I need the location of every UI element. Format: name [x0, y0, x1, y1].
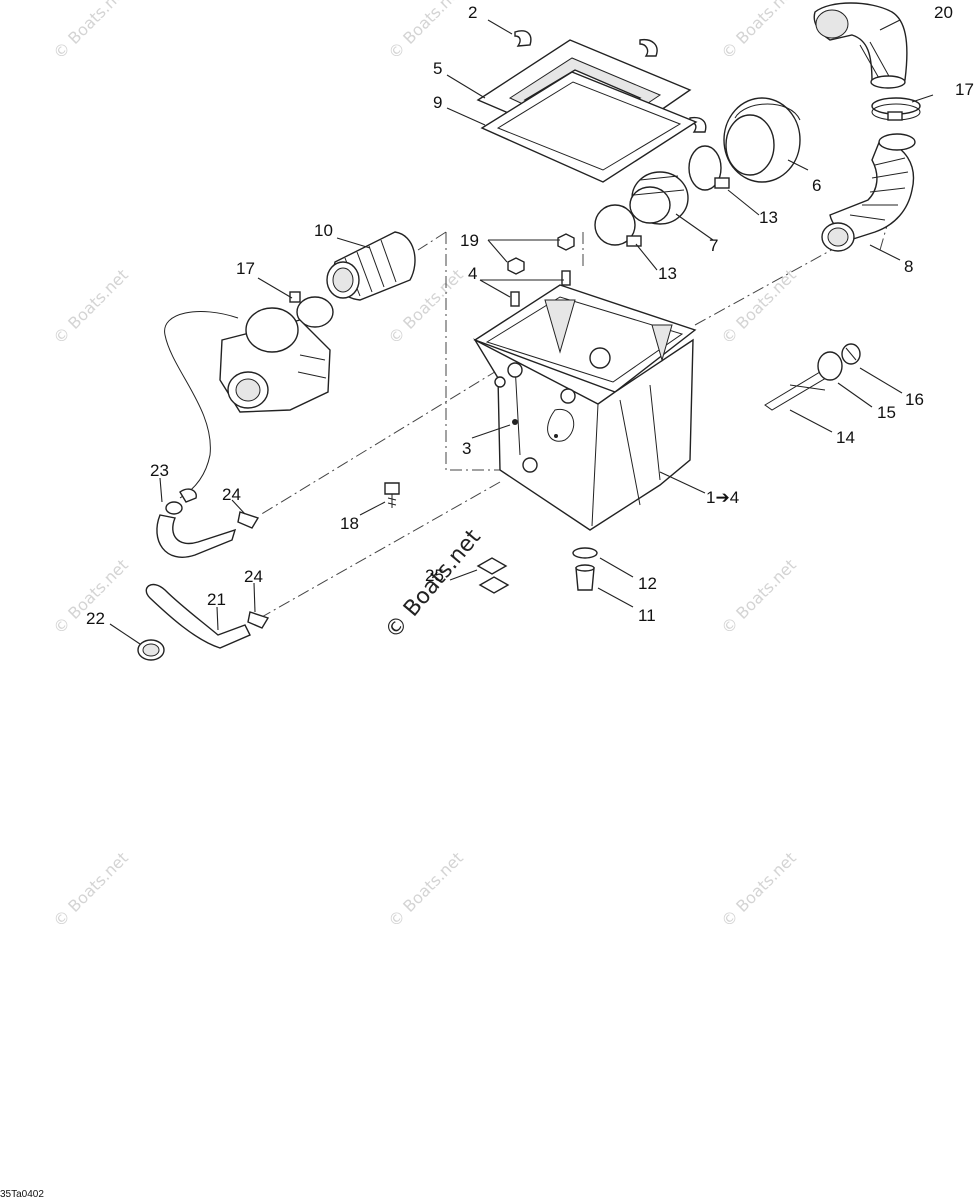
wire-clip-14 — [764, 371, 827, 411]
watermark: © Boats.net — [384, 0, 466, 63]
plug-15 — [817, 351, 843, 381]
callout-17-right: 17 — [955, 80, 974, 99]
callout-12: 12 — [638, 574, 657, 593]
callout-14: 14 — [836, 428, 855, 447]
callout-10: 10 — [314, 221, 333, 240]
filter-element-6 — [723, 97, 801, 183]
watermark: © Boats.net — [717, 265, 799, 347]
clamp-17-right — [871, 97, 921, 121]
callout-7: 7 — [709, 236, 718, 255]
callout-25: 25 — [425, 566, 444, 585]
leader-lines — [109, 19, 934, 645]
coupler-7 — [629, 171, 689, 225]
callout-8: 8 — [904, 257, 913, 276]
callout-19: 19 — [460, 231, 479, 250]
watermark: © Boats.net — [717, 0, 799, 63]
callout-5: 5 — [433, 59, 442, 78]
assembly-lines — [259, 214, 891, 619]
callout-17-left: 17 — [236, 259, 255, 278]
clamp-13-lower — [594, 204, 642, 247]
nuts-19 — [507, 233, 575, 275]
callout-18: 18 — [340, 514, 359, 533]
callout-2: 2 — [468, 3, 477, 22]
callout-21: 21 — [207, 590, 226, 609]
watermark: © Boats.net — [49, 0, 131, 63]
callout-3: 3 — [462, 439, 471, 458]
clamp-22 — [137, 639, 165, 661]
callout-11: 11 — [638, 606, 656, 625]
hose-23 — [156, 311, 239, 558]
pads-25 — [476, 557, 510, 594]
callout-1-4: 1➔4 — [706, 488, 739, 507]
watermark: © Boats.net — [717, 848, 799, 930]
intake-boot-10 — [326, 231, 416, 301]
callout-13-upper: 13 — [759, 208, 778, 227]
watermark: © Boats.net — [384, 848, 466, 930]
watermark: © Boats.net — [49, 265, 131, 347]
hose-21 — [145, 583, 251, 649]
callout-4: 4 — [468, 264, 477, 283]
callout-13-lower: 13 — [658, 264, 677, 283]
clamp-13-upper — [688, 145, 730, 191]
drawing-code: 35Ta0402 — [0, 1189, 44, 1200]
clamps-24 — [179, 488, 270, 629]
screw-18 — [384, 482, 400, 508]
callout-22: 22 — [86, 609, 105, 628]
callout-6: 6 — [812, 176, 821, 195]
callout-24-lower: 24 — [244, 567, 263, 586]
airbox-1 — [473, 284, 697, 531]
filter-frame-9 — [480, 71, 698, 183]
callout-20: 20 — [934, 3, 953, 22]
drain-cap-11 — [575, 564, 595, 591]
carburetor — [219, 307, 331, 413]
spacers-4 — [510, 270, 571, 307]
watermark: © Boats.net — [717, 555, 799, 637]
callout-9: 9 — [433, 93, 442, 112]
callout-24-upper: 24 — [222, 485, 241, 504]
flex-duct-8 — [821, 133, 916, 252]
cap-16 — [841, 343, 861, 365]
intake-tube-20 — [813, 2, 908, 89]
callout-15: 15 — [877, 403, 896, 422]
watermark: © Boats.net — [49, 848, 131, 930]
callouts: 2 20 5 17 9 6 13 10 19 7 17 4 13 8 16 15… — [86, 3, 974, 628]
callout-23: 23 — [150, 461, 169, 480]
callout-16: 16 — [905, 390, 924, 409]
drain-12 — [572, 547, 598, 559]
